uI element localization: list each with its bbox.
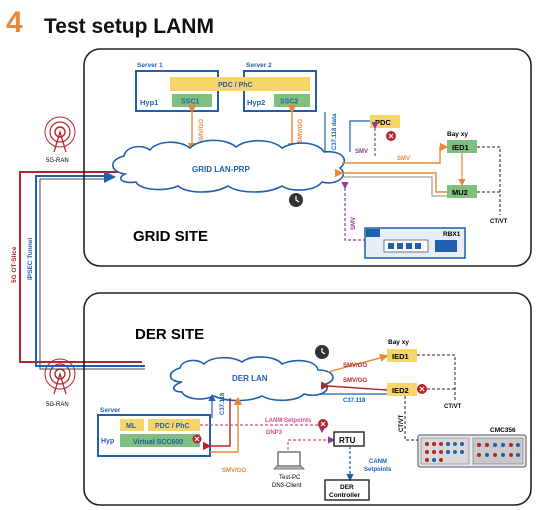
der-ied1-box [387, 349, 417, 362]
testpc-label-1: Test-PC [279, 475, 301, 481]
testpc-label-2: DN3-Client [272, 483, 302, 489]
der-site-panel [83, 292, 532, 506]
der-hyp-label: Hyp [101, 438, 114, 445]
der-c37-label: C37.118 [343, 398, 366, 404]
grid-pdc-phc-label: PDC / PhC [218, 82, 253, 89]
rtu-label: RTU [339, 436, 356, 445]
der-ied1-ctvt-link [417, 354, 456, 400]
page-title: Test setup LANM [44, 15, 214, 38]
grid-smvgo-label-1: SMV/GO [199, 119, 205, 143]
grid-smv-label-a: SMV [355, 149, 368, 155]
der-bay-label: Bay xy [388, 339, 409, 346]
grid-ied1-label: IED1 [452, 143, 469, 152]
ml-box [120, 419, 144, 431]
ssc2-label: SSC2 [280, 99, 298, 106]
grid-pdc-error-icon [386, 131, 396, 141]
tunnel-line [35, 175, 145, 367]
grid-lan-label: GRID LAN-PRP [192, 165, 250, 174]
virtual-scc-box [120, 434, 200, 447]
der-site-label: DER SITE [135, 326, 204, 343]
dnp3-label: DNP3 [266, 430, 283, 436]
grid-lan-ied1-link [342, 142, 449, 164]
grid-c37-label: C37.118 data [332, 113, 338, 150]
rbx1-device [364, 227, 466, 259]
der-ied2-box [387, 383, 417, 396]
grid-ied1-box [447, 140, 477, 153]
der-server-box [97, 414, 211, 457]
der-server-smvgo-link [210, 396, 243, 453]
der-lan-ied1-link [327, 353, 389, 373]
grid-smv-label-b: SMV [397, 156, 410, 162]
der-ctvt-label-2: CT/VT [399, 414, 405, 432]
grid-lan-cloud [112, 139, 346, 193]
der-pdc-phc-box [148, 419, 200, 431]
ssc1-label: SSC1 [181, 99, 199, 106]
ran-top-label: 5G-RAN [46, 158, 69, 164]
der-lan-ied2-link [320, 381, 388, 391]
server2-label: Server 2 [246, 62, 272, 69]
der-ied2-label: IED2 [392, 386, 409, 395]
grid-site-panel [83, 48, 532, 267]
der-cmc-ctvt-link [404, 396, 418, 441]
ran-bottom-label: 5G-RAN [46, 402, 69, 408]
der-server-smvgo-red-link [203, 398, 231, 451]
ipsec-label: IPSEC Tunnel [27, 238, 34, 280]
lanm-setpoints-label: LANM Setpoints [265, 418, 312, 424]
rbx1-label: RBX1 [443, 231, 461, 238]
grid-ctvt-label: CT/VT [490, 219, 508, 225]
cmc356-device [417, 434, 527, 468]
section-number: 4 [6, 6, 23, 39]
grid-lan-mu2-link-2 [342, 176, 447, 197]
grid-site-label: GRID SITE [133, 228, 208, 245]
der-smvgo-label-2: SMV/GO [343, 378, 367, 384]
ml-label: ML [126, 423, 137, 430]
grid-rbx-smv-link [341, 182, 365, 241]
canm-label-2: Setpoints [364, 467, 392, 473]
lanm-setpoints-link [200, 424, 326, 434]
der-server-label: Server [100, 407, 121, 414]
grid-smv-label-c: SMV [351, 217, 357, 230]
der-ied1-label: IED1 [392, 352, 409, 361]
der-controller-label-1: DER [340, 484, 354, 491]
der-controller-label-2: Controller [329, 492, 361, 499]
grid-mu2-label: MU2 [452, 188, 468, 197]
grid-pdc-phc-box [170, 77, 310, 91]
ran-bottom-icon [44, 358, 76, 395]
hyp2-label: Hyp2 [247, 98, 265, 107]
rtu-box [333, 431, 365, 447]
der-controller-box [324, 479, 370, 501]
lanm-error-icon [318, 419, 328, 429]
server1-label: Server 1 [137, 62, 163, 69]
grid-smvgo-label-2: SMV/GO [298, 119, 304, 143]
ran-top-icon [44, 116, 76, 153]
cmc-label: CMC356 [490, 427, 516, 434]
tunnel-line-inner [39, 178, 145, 370]
der-smvgo-label-1: SMV/GO [343, 363, 367, 369]
der-c37-vert-label: C37.118 [220, 392, 226, 415]
virtual-scc-label: Virtual SCC600 [133, 439, 183, 446]
laptop-icon [273, 451, 305, 470]
hyp1-label: Hyp1 [140, 98, 158, 107]
grid-lan-mu2-link [335, 168, 447, 193]
der-lan-label: DER LAN [232, 374, 268, 383]
grid-pdc-label: PDC [375, 118, 391, 127]
canm-label-1: CANM [369, 459, 387, 465]
grid-clock-icon [289, 193, 303, 207]
grid-mu2-box [447, 185, 477, 198]
der-ctvt-label-1: CT/VT [444, 404, 462, 410]
grid-bay-label: Bay xy [447, 131, 468, 138]
der-smvgo-label-3: SMV/GO [222, 468, 246, 474]
slice-line [19, 171, 142, 363]
grid-ied1-ctvt-link [477, 146, 501, 215]
virtual-scc-error-icon [192, 434, 202, 444]
ssc1-box [172, 94, 212, 107]
der-pdc-phc-label: PDC / PhC [155, 423, 190, 430]
der-ied2-error-icon [417, 384, 427, 394]
ssc2-box [274, 94, 310, 107]
grid-pdc-c37-link [349, 120, 370, 152]
slice-label: 5G OT-Slice [11, 246, 18, 283]
dnp3-link [287, 436, 336, 455]
der-clock-icon [315, 345, 329, 359]
